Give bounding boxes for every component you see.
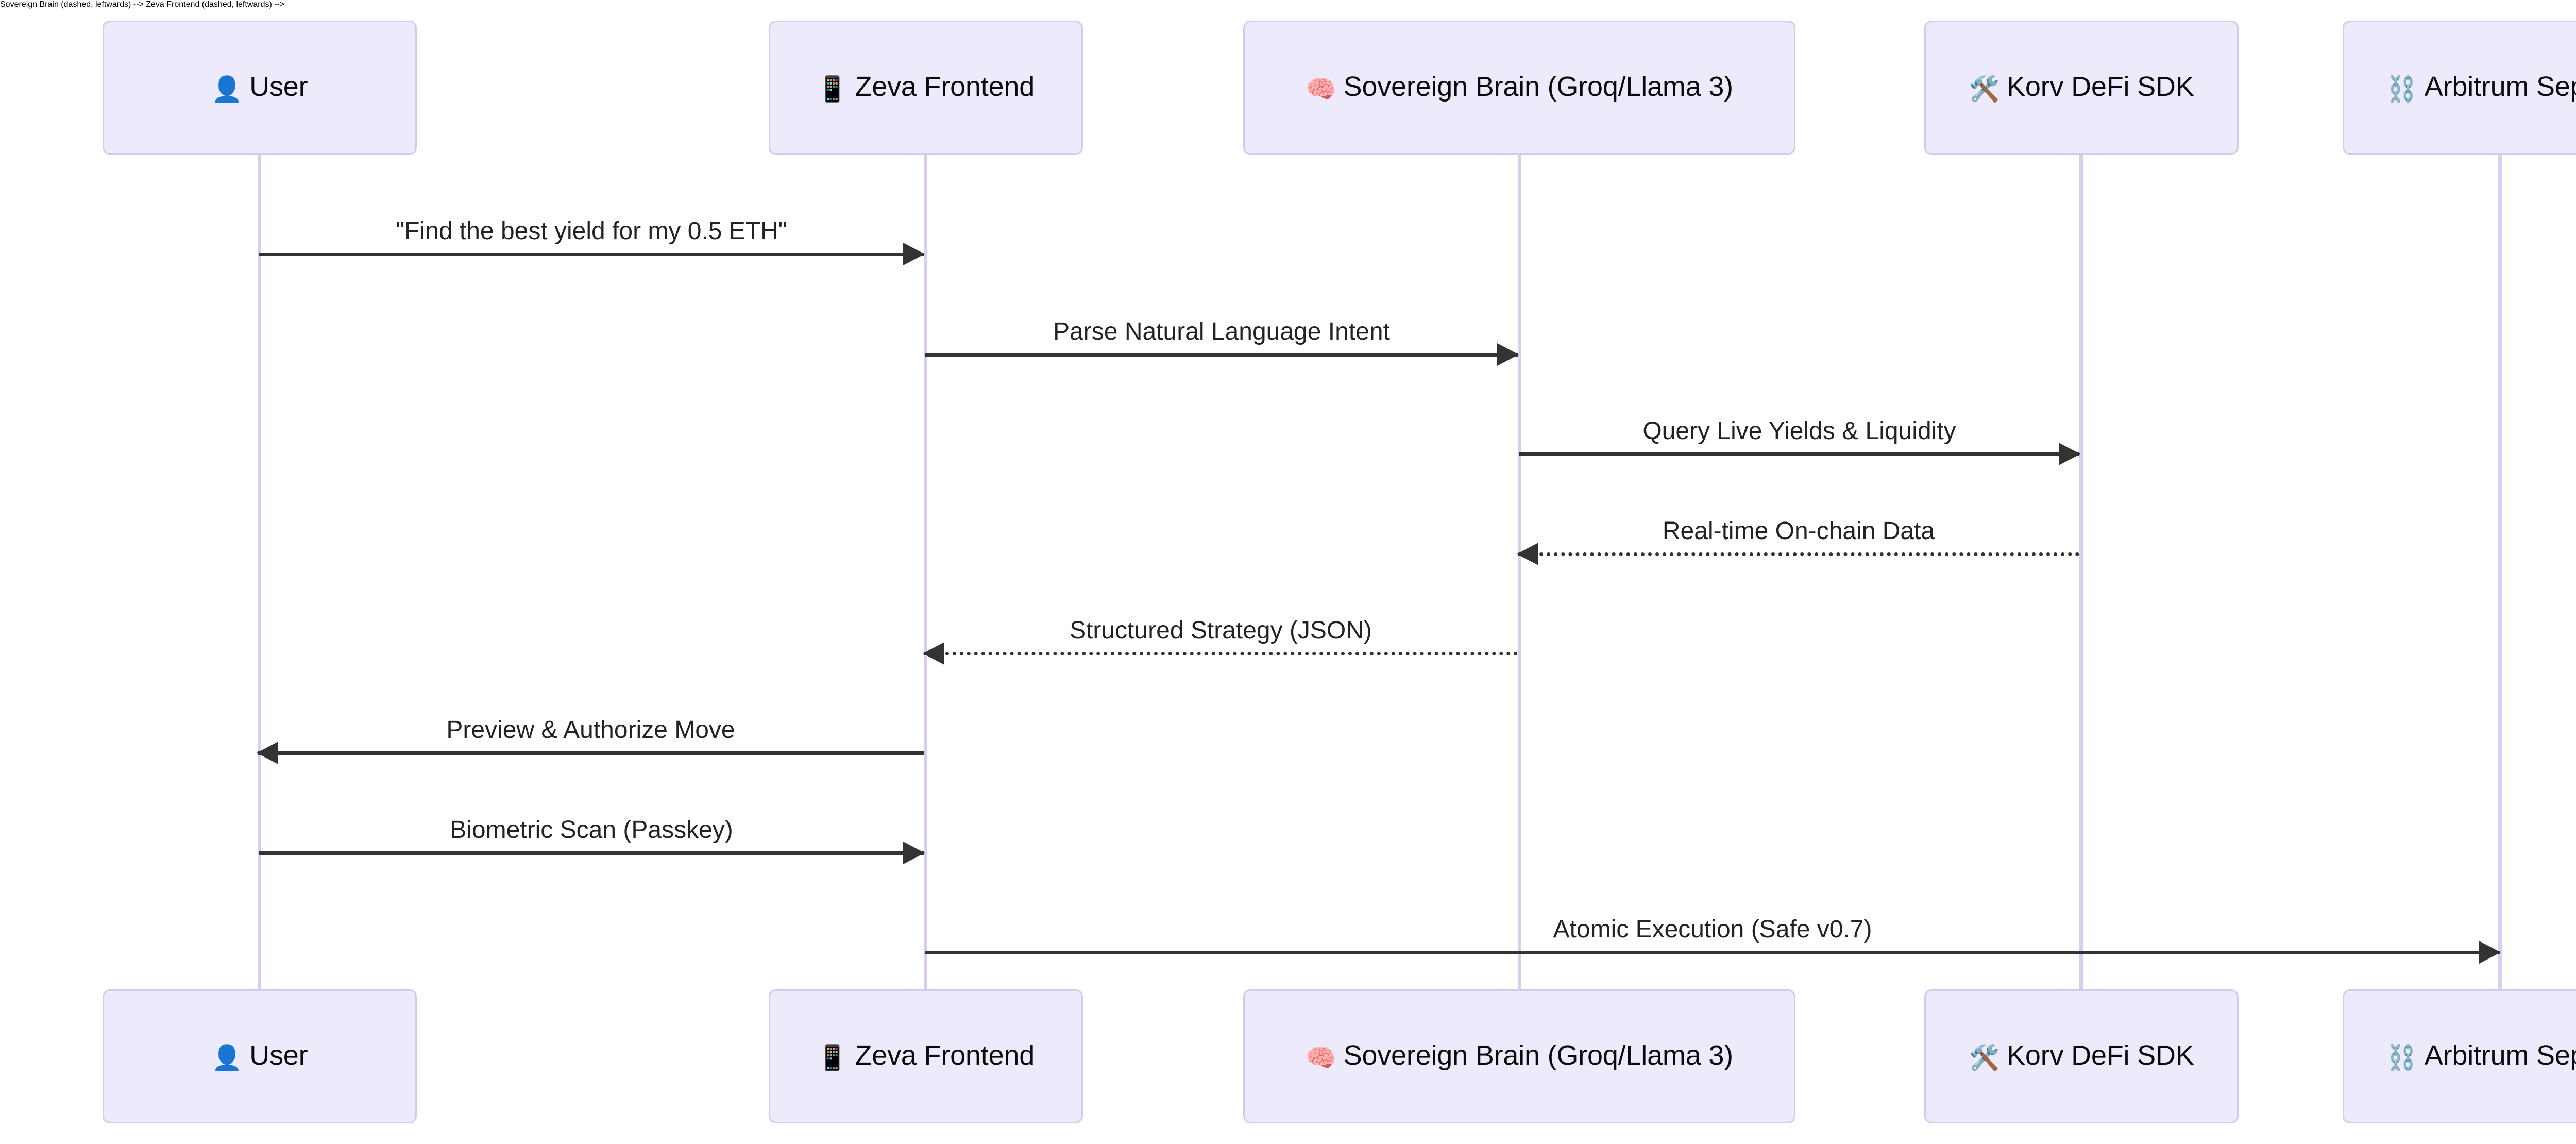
lifeline-user — [258, 155, 261, 989]
message-3-label: Query Live Yields & Liquidity — [1642, 417, 1956, 445]
message-3-line — [1519, 452, 2079, 456]
message-4-line — [1518, 552, 2079, 556]
lifeline-sdk — [2079, 155, 2083, 989]
participant-name-user-top: User — [249, 71, 308, 103]
bust-in-silhouette-icon: 👤 — [211, 76, 243, 104]
participant-name-sdk-top: Korv DeFi SDK — [2007, 71, 2194, 103]
participant-name-sdk-bottom: Korv DeFi SDK — [2007, 1040, 2194, 1071]
chains-icon: ⛓️ — [2386, 1045, 2417, 1072]
participant-label-chain-bottom: ⛓️ Arbitrum Sepolia — [2386, 1040, 2576, 1072]
message-6-line — [258, 751, 924, 755]
participant-name-frontend-top: Zeva Frontend — [855, 71, 1035, 103]
participant-label-frontend-top: 📱Zeva Frontend — [817, 71, 1035, 104]
message-2-line — [925, 353, 1518, 357]
message-4-label: Real-time On-chain Data — [1662, 517, 1935, 545]
mobile-phone-icon: 📱 — [817, 1045, 848, 1072]
participant-box-sdk-top[interactable]: 🛠️Korv DeFi SDK — [1924, 21, 2239, 155]
arrowhead-left-icon — [1517, 543, 1538, 565]
participant-box-brain-top[interactable]: 🧠Sovereign Brain (Groq/Llama 3) — [1243, 21, 1795, 155]
chains-icon: ⛓️ — [2386, 76, 2417, 104]
arrowhead-left-icon — [257, 742, 278, 764]
participant-box-user-top[interactable]: 👤User — [103, 21, 417, 155]
lifeline-chain — [2498, 155, 2502, 989]
arrowhead-left-icon — [923, 642, 944, 665]
participant-label-sdk-bottom: 🛠️ Korv DeFi SDK — [1969, 1040, 2194, 1072]
participant-label-brain-bottom: 🧠 Sovereign Brain (Groq/Llama 3) — [1306, 1040, 1733, 1072]
participant-name-chain-top: Arbitrum Sepolia — [2424, 71, 2576, 103]
participant-box-user-bottom[interactable]: 👤User — [103, 989, 417, 1123]
participant-name-chain-bottom: Arbitrum Sepolia — [2424, 1040, 2576, 1071]
message-2-label: Parse Natural Language Intent — [1053, 318, 1390, 345]
participant-label-brain-top: 🧠Sovereign Brain (Groq/Llama 3) — [1306, 71, 1734, 104]
participant-name-brain-top: Sovereign Brain (Groq/Llama 3) — [1343, 71, 1734, 103]
hammer-and-wrench-icon: 🛠️ — [1969, 76, 2000, 104]
participant-box-sdk-bottom[interactable]: 🛠️ Korv DeFi SDK — [1924, 989, 2239, 1123]
participant-box-chain-top[interactable]: ⛓️Arbitrum Sepolia — [2343, 21, 2576, 155]
participant-label-frontend-bottom: 📱 Zeva Frontend — [817, 1040, 1035, 1072]
arrowhead-right-icon — [1497, 343, 1519, 366]
message-1-label: "Find the best yield for my 0.5 ETH" — [396, 217, 787, 245]
participant-label-chain-top: ⛓️Arbitrum Sepolia — [2386, 71, 2576, 104]
arrowhead-right-icon — [2479, 941, 2501, 964]
message-1-line — [259, 253, 924, 256]
lifeline-frontend — [924, 155, 927, 989]
arrowhead-right-icon — [903, 842, 925, 864]
brain-icon: 🧠 — [1306, 1045, 1336, 1072]
message-8-label: Atomic Execution (Safe v0.7) — [1553, 916, 1872, 943]
participant-name-user-bottom: User — [249, 1040, 308, 1071]
message-7-line — [259, 851, 924, 855]
bust-in-silhouette-icon: 👤 — [211, 1045, 243, 1072]
arrowhead-right-icon — [2059, 443, 2080, 465]
participant-box-chain-bottom[interactable]: ⛓️ Arbitrum Sepolia — [2343, 989, 2576, 1123]
message-5-label: Structured Strategy (JSON) — [1070, 617, 1372, 644]
participant-box-frontend-bottom[interactable]: 📱 Zeva Frontend — [769, 989, 1083, 1123]
participant-name-brain-bottom: Sovereign Brain (Groq/Llama 3) — [1343, 1040, 1734, 1071]
participant-label-sdk-top: 🛠️Korv DeFi SDK — [1969, 71, 2194, 104]
lifeline-brain — [1518, 155, 1521, 989]
message-5-line — [924, 652, 1518, 655]
participant-box-frontend-top[interactable]: 📱Zeva Frontend — [769, 21, 1083, 155]
participant-label-user-top: 👤User — [211, 71, 308, 104]
participant-box-brain-bottom[interactable]: 🧠 Sovereign Brain (Groq/Llama 3) — [1243, 989, 1795, 1123]
arrowhead-right-icon — [903, 243, 925, 265]
mobile-phone-icon: 📱 — [817, 76, 848, 104]
hammer-and-wrench-icon: 🛠️ — [1969, 1045, 2000, 1072]
message-7-label: Biometric Scan (Passkey) — [450, 816, 733, 844]
brain-icon: 🧠 — [1306, 76, 1336, 104]
participant-name-frontend-bottom: Zeva Frontend — [855, 1040, 1035, 1071]
message-6-label: Preview & Authorize Move — [446, 716, 735, 744]
message-8-line — [925, 951, 2500, 954]
participant-label-user-bottom: 👤User — [212, 1040, 308, 1072]
